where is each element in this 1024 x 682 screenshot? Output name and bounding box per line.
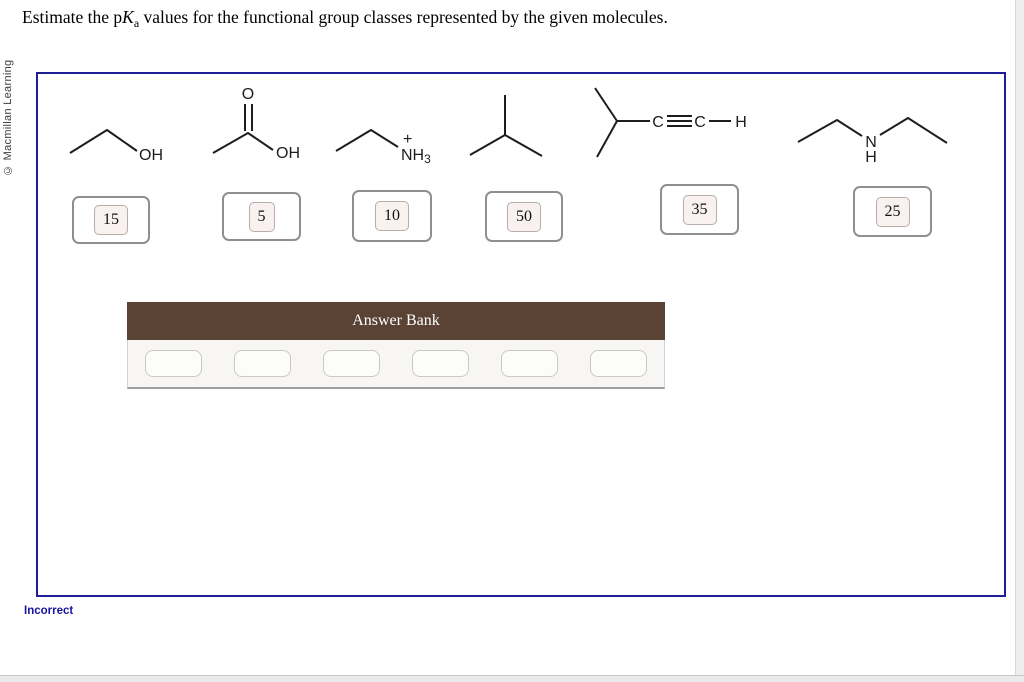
title-prefix: Estimate the p [22, 7, 123, 27]
drop-target-acetic-acid[interactable]: 5 [222, 192, 301, 241]
window-bottom-edge [0, 675, 1024, 682]
title-suffix: values for the functional group classes … [139, 7, 668, 27]
macmillan-watermark: © Macmillan Learning [2, 59, 14, 176]
answer-bank-slot[interactable] [323, 350, 380, 377]
answer-bank-slot[interactable] [590, 350, 647, 377]
title-k-italic: K [122, 7, 134, 27]
answer-chip[interactable]: 10 [375, 201, 409, 231]
answer-chip[interactable]: 25 [875, 196, 910, 227]
title-a-subscript: a [133, 16, 140, 30]
answer-chip[interactable]: 15 [94, 205, 128, 235]
answer-bank-title: Answer Bank [127, 302, 665, 340]
answer-bank: Answer Bank [127, 302, 665, 389]
drop-target-diethylamine[interactable]: 25 [853, 186, 932, 237]
answer-bank-body [127, 340, 665, 389]
answer-bank-slot[interactable] [145, 350, 202, 377]
answer-chip[interactable]: 35 [682, 194, 717, 225]
status-incorrect: Incorrect [24, 605, 74, 617]
answer-chip[interactable]: 5 [248, 201, 275, 232]
answer-bank-slot[interactable] [501, 350, 558, 377]
drop-target-ethanol[interactable]: 15 [72, 196, 150, 244]
question-title: Estimate the pKa values for the function… [22, 7, 668, 31]
answer-bank-slot[interactable] [234, 350, 291, 377]
scrollbar-track[interactable] [1015, 0, 1024, 682]
answer-chip[interactable]: 50 [507, 201, 541, 232]
drop-target-isobutane[interactable]: 50 [485, 191, 563, 242]
drop-target-isopropylacetylene[interactable]: 35 [660, 184, 739, 235]
answer-bank-slot[interactable] [412, 350, 469, 377]
drop-target-ethylammonium[interactable]: 10 [352, 190, 432, 242]
